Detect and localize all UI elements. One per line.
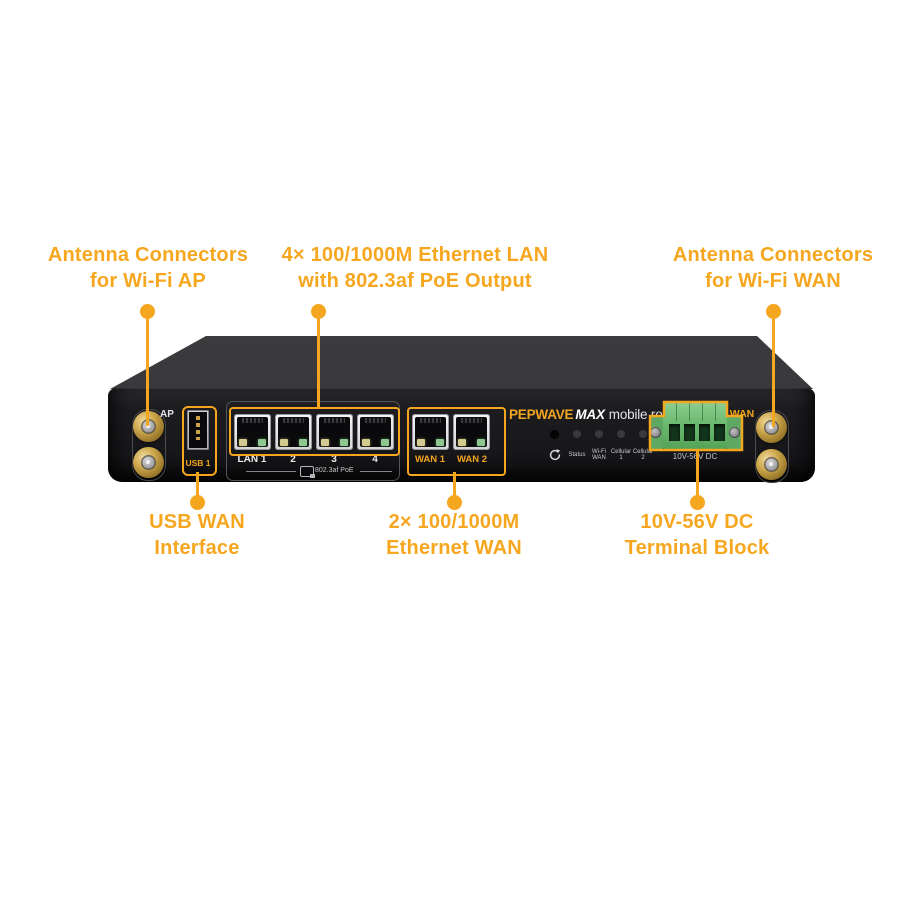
wifi-wan-led	[595, 430, 603, 438]
terminal-slot-4	[714, 424, 725, 441]
usb-highlight-box	[182, 406, 217, 476]
callout-line1: Antenna Connectors	[672, 244, 874, 266]
cellular2-led	[639, 430, 647, 438]
poe-label: 802.3af PoE	[315, 467, 354, 474]
terminal-slot-3	[699, 424, 710, 441]
callout-stem	[452, 472, 456, 502]
reset-icon	[549, 449, 561, 461]
wan-port-1-label: WAN 1	[414, 454, 446, 465]
poe-divider-right	[360, 471, 392, 472]
poe-led	[280, 439, 288, 446]
link-led	[340, 439, 348, 446]
ap-panel-label: AP	[160, 409, 174, 420]
reset-pinhole	[550, 430, 559, 439]
lan-port-4	[357, 414, 394, 450]
status-label: Status	[568, 451, 586, 458]
status-led	[573, 430, 581, 438]
callout-antenna-ap: Antenna Connectors for Wi-Fi AP	[0, 242, 298, 294]
wan-port-2	[453, 414, 490, 450]
callout-stem	[316, 312, 320, 408]
terminal-slot-2	[684, 424, 695, 441]
link-led	[436, 439, 444, 446]
lan-port-2-label: 2	[290, 454, 296, 465]
antenna-group-ap	[132, 409, 166, 481]
callout-line1: 4× 100/1000M Ethernet LAN	[281, 244, 549, 266]
link-led	[299, 439, 307, 446]
callout-dot	[689, 495, 705, 510]
callout-line1: 10V-56V DC	[640, 511, 754, 533]
poe-device-icon	[300, 466, 315, 478]
usb-port	[187, 410, 209, 450]
dc-terminal-highlight-outline	[648, 400, 744, 452]
callout-dot	[189, 495, 205, 510]
brand-max: MAX	[575, 407, 605, 422]
antenna-connector-wan-2	[755, 448, 787, 480]
brand-pepwave: PEPWAVE	[509, 407, 574, 422]
dc-panel-label: 10V-56V DC	[672, 452, 718, 461]
callout-ethernet-lan: 4× 100/1000M Ethernet LAN with 802.3af P…	[215, 242, 615, 294]
wan-highlight-box	[407, 407, 506, 476]
callout-line1: USB WAN	[149, 511, 245, 533]
poe-led	[239, 439, 247, 446]
callout-line1: 2× 100/1000M	[388, 511, 520, 533]
lan-port-1-label: LAN 1	[237, 454, 267, 465]
callout-line1: Antenna Connectors	[47, 244, 249, 266]
antenna-connector-ap-2	[132, 446, 164, 478]
terminal-screw-left	[650, 427, 661, 438]
terminal-screw-right	[729, 427, 740, 438]
activity-led	[458, 439, 466, 446]
poe-divider-left	[246, 471, 296, 472]
callout-line2: Interface	[154, 537, 240, 559]
callout-usb-wan: USB WAN Interface	[47, 509, 347, 561]
lan-port-2	[275, 414, 312, 450]
lan-port-3	[316, 414, 353, 450]
callout-line2: Terminal Block	[624, 537, 770, 559]
callout-dot	[139, 304, 155, 319]
antenna-connector-wan-1	[755, 411, 787, 443]
callout-line2: for Wi-Fi WAN	[705, 270, 841, 292]
link-led	[477, 439, 485, 446]
callout-dot	[310, 304, 326, 319]
link-led	[381, 439, 389, 446]
callout-stem	[771, 312, 775, 427]
lan-highlight-box	[229, 407, 400, 456]
callout-stem	[145, 312, 149, 426]
lan-port-3-label: 3	[331, 454, 337, 465]
callout-line2: for Wi-Fi AP	[90, 270, 206, 292]
cellular1-led	[617, 430, 625, 438]
callout-ethernet-wan: 2× 100/1000M Ethernet WAN	[304, 509, 604, 561]
lan-port-1	[234, 414, 271, 450]
wan-panel-label: WAN	[729, 408, 755, 420]
activity-led	[417, 439, 425, 446]
callout-stem	[195, 472, 199, 502]
usb-port-label: USB 1	[185, 458, 211, 468]
callout-dot	[765, 304, 781, 319]
link-led	[258, 439, 266, 446]
callout-line2: with 802.3af PoE Output	[298, 270, 532, 292]
wan-port-2-label: WAN 2	[456, 454, 488, 465]
poe-led	[321, 439, 329, 446]
wan-port-1	[412, 414, 449, 450]
callout-dc-terminal: 10V-56V DC Terminal Block	[547, 509, 847, 561]
lan-port-4-label: 4	[372, 454, 378, 465]
callout-antenna-wan: Antenna Connectors for Wi-Fi WAN	[623, 242, 900, 294]
callout-stem	[695, 451, 699, 502]
poe-led	[362, 439, 370, 446]
usb-contacts	[196, 416, 200, 440]
callout-line2: Ethernet WAN	[386, 537, 522, 559]
terminal-slot-1	[669, 424, 680, 441]
callout-dot	[446, 495, 462, 510]
